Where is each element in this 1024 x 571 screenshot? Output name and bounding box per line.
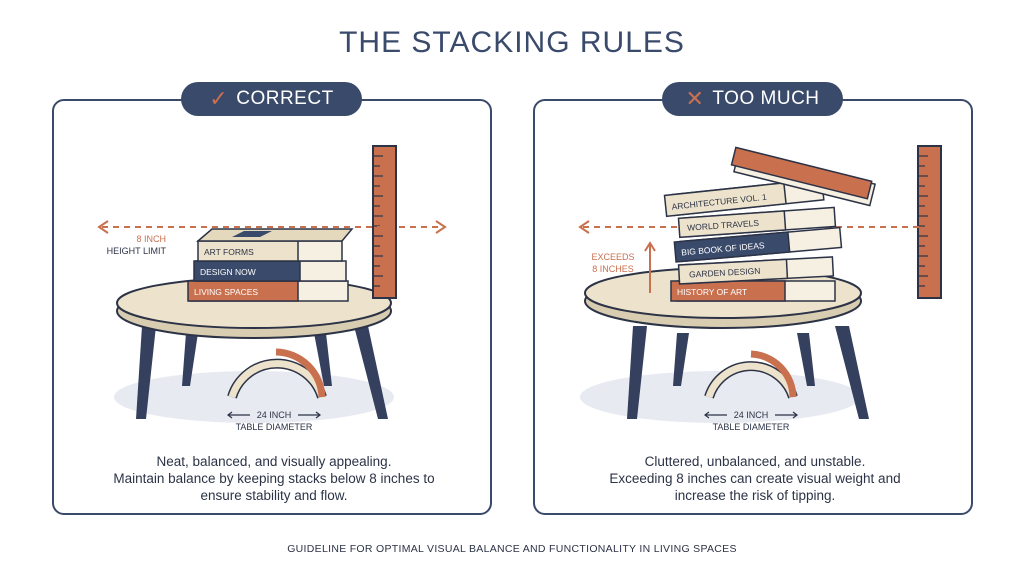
too-much-description: Cluttered, unbalanced, and unstable. Exc… [609, 454, 901, 503]
exceeds-label: EXCEEDS [591, 252, 634, 262]
check-icon: ✓ [209, 86, 229, 111]
book-art-forms [195, 228, 354, 262]
floor-shadow [114, 371, 394, 423]
table-legs [627, 326, 869, 419]
book-top-leaning [730, 146, 877, 207]
correct-panel: ART FORMS DESIGN NOW LIVING SPACES 8 INC… [52, 99, 492, 515]
ruler-icon [372, 145, 397, 299]
exceeds-arrow [644, 241, 656, 293]
book-design-now [193, 260, 347, 282]
page-title: THE STACKING RULES [339, 26, 685, 59]
book-garden-design [677, 256, 835, 285]
book-label: ART FORMS [204, 247, 254, 257]
too-much-panel: EXCEEDS 8 INCHES [533, 99, 973, 515]
diameter-label: TABLE DIAMETER [236, 422, 313, 432]
too-much-badge: ✕ TOO MUCH [662, 82, 843, 116]
height-label: 8 INCH [136, 234, 166, 244]
book-living-spaces [187, 280, 349, 302]
table-legs [136, 326, 388, 419]
book-world-travels [677, 206, 837, 239]
book-label: GARDEN DESIGN [689, 266, 761, 280]
book-label: HISTORY OF ART [677, 287, 747, 297]
diameter-arrows [227, 411, 321, 419]
correct-description: Neat, balanced, and visually appealing. … [113, 454, 435, 503]
diameter-label: 24 INCH [734, 410, 769, 420]
correct-badge: ✓ CORRECT [181, 82, 362, 116]
ruler-icon [917, 145, 942, 299]
book-history-of-art [670, 280, 836, 302]
height-limit-line [97, 220, 447, 234]
height-label: HEIGHT LIMIT [107, 246, 167, 256]
diameter-arrows [704, 411, 798, 419]
cross-icon: ✕ [685, 86, 705, 111]
footer-note: GUIDELINE FOR OPTIMAL VISUAL BALANCE AND… [287, 543, 737, 555]
too-much-illustration: EXCEEDS 8 INCHES [578, 145, 942, 432]
book-big-book-of-ideas [673, 226, 843, 263]
book-label: LIVING SPACES [194, 287, 258, 297]
exceeds-label: 8 INCHES [592, 264, 634, 274]
diameter-label: 24 INCH [257, 410, 292, 420]
diameter-label: TABLE DIAMETER [713, 422, 790, 432]
book-label: DESIGN NOW [200, 267, 256, 277]
correct-illustration: ART FORMS DESIGN NOW LIVING SPACES 8 INC… [97, 145, 447, 432]
